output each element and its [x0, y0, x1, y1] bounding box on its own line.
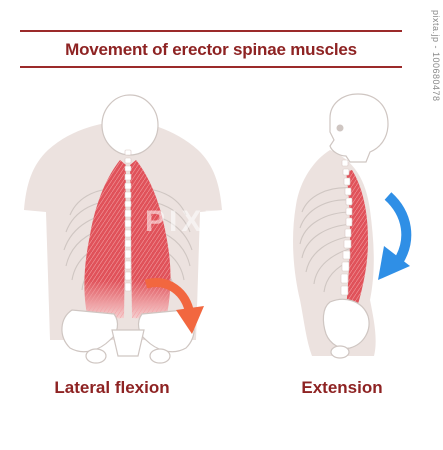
lateral-flexion-arrow-icon: [144, 278, 204, 334]
watermark: PIXTA: [145, 205, 252, 238]
skull-back: [101, 94, 159, 156]
caption-extension: Extension: [301, 378, 383, 397]
title-rule-bottom: [20, 66, 402, 68]
eye-socket: [336, 124, 344, 132]
page-title: Movement of erector spinae muscles: [65, 40, 357, 59]
skull-side: [329, 93, 389, 163]
title-rule-top: [20, 30, 402, 32]
caption-lateral-flexion: Lateral flexion: [54, 378, 170, 397]
credit-text: pixta.jp - 100680478: [431, 10, 441, 102]
ribcage-side: [299, 187, 353, 293]
spine-back: [124, 149, 132, 292]
extension-arrow-icon: [378, 192, 412, 280]
pelvis-back: [61, 309, 195, 364]
spine-side: [340, 159, 353, 296]
pelvis-side: [322, 298, 370, 359]
erector-spinae-side: [346, 170, 368, 312]
